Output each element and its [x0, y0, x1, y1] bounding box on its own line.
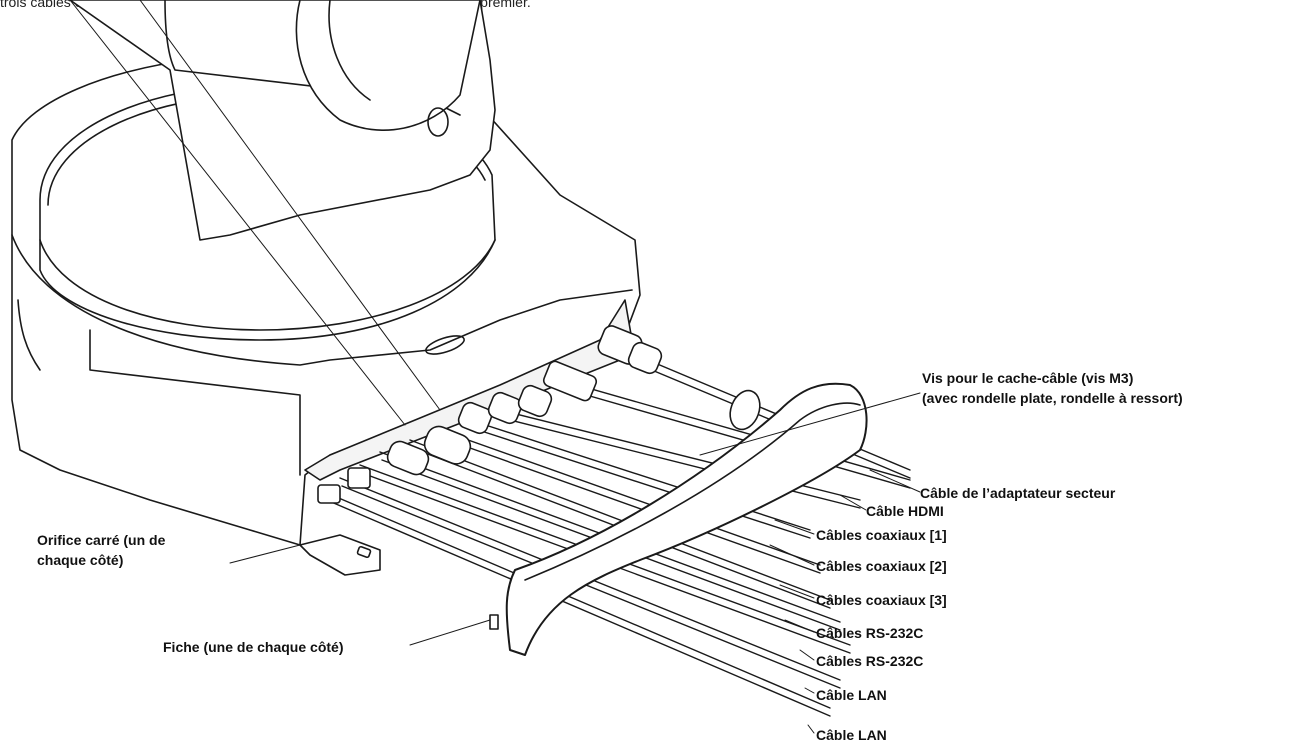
label-orifice-line1: Orifice carré (un de — [37, 532, 166, 548]
base-side-curve — [17, 299, 41, 371]
leader-lines — [69, 0, 921, 734]
square-hole — [356, 545, 372, 559]
indicator-slot — [425, 335, 465, 355]
cover-bracket — [299, 534, 381, 576]
label-lan-2: Câble LAN — [816, 727, 887, 743]
connectors — [317, 325, 761, 504]
plug-tab — [489, 614, 499, 630]
label-orifice-line2: chaque côté) — [37, 552, 124, 568]
base-ring-lip — [39, 239, 496, 331]
label-coax-1: Câbles coaxiaux [1] — [816, 527, 947, 543]
label-adaptateur: Câble de l’adaptateur secteur — [920, 485, 1116, 501]
base-seam — [89, 329, 301, 476]
label-vis-line1: Vis pour le cache-câble (vis M3) — [922, 370, 1134, 386]
pan-head-edge — [164, 0, 461, 116]
cable-cover-edge — [524, 402, 861, 581]
label-rs232c-1: Câbles RS-232C — [816, 625, 924, 641]
base-lower-face — [11, 234, 633, 366]
label-coax-2: Câbles coaxiaux [2] — [816, 558, 947, 574]
label-coax-3: Câbles coaxiaux [3] — [816, 592, 947, 608]
label-fiche: Fiche (une de chaque côté) — [163, 639, 344, 655]
label-lan-1: Câble LAN — [816, 687, 887, 703]
label-hdmi: Câble HDMI — [866, 503, 944, 519]
label-rs232c-2: Câbles RS-232C — [816, 653, 924, 669]
label-vis-line2: (avec rondelle plate, rondelle à ressort… — [922, 390, 1183, 406]
head-knob — [427, 107, 449, 137]
cable-cover — [505, 382, 868, 656]
head-lens-inner — [328, 0, 371, 101]
